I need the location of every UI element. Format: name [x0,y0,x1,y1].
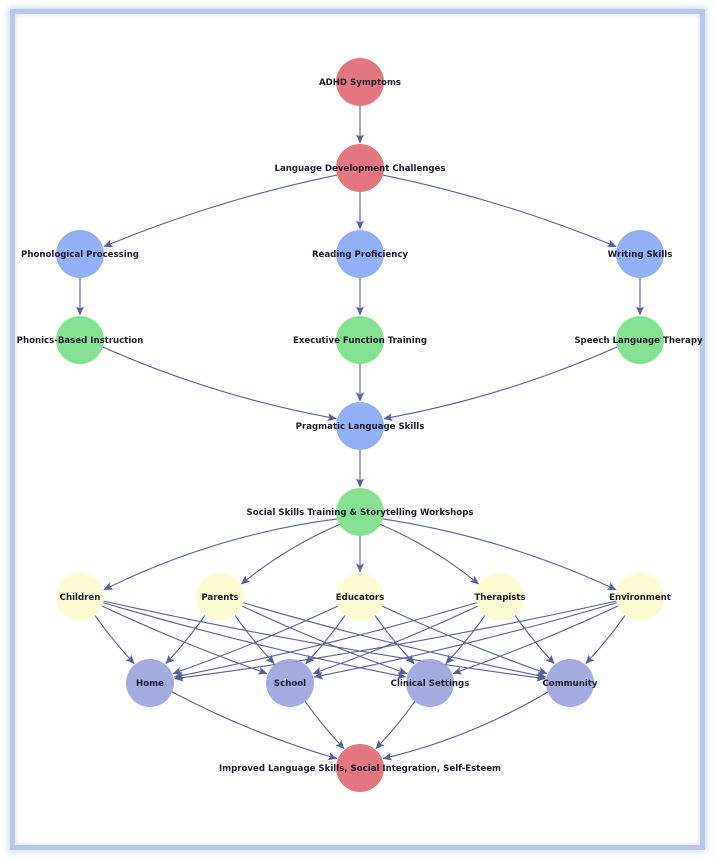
node-clinical-label: Clinical Settings [391,679,470,689]
edge-educators-to-clinical [374,615,415,664]
node-therapists: Therapists [474,573,526,621]
node-ldc-circle [336,144,384,192]
edge-therapists-to-home [173,602,477,680]
node-writing-circle [616,230,664,278]
node-environment-label: Environment [609,593,671,603]
edge-environment-to-school [313,602,617,680]
node-therapists-label: Therapists [474,593,525,603]
node-social-circle [336,488,384,536]
node-home-circle [126,659,174,707]
node-home: Home [126,659,174,707]
edge-community-to-outcome [382,691,549,761]
node-reading: Reading Proficiency [312,230,408,278]
edge-phonics-to-pragmatic [102,346,337,422]
node-speech: Speech Language Therapy [574,316,703,364]
node-outcome: Improved Language Skills, Social Integra… [219,744,501,792]
node-school-circle [266,659,314,707]
node-clinical-circle [406,659,454,707]
node-writing: Writing Skills [608,230,673,278]
node-exec-label: Executive Function Training [293,336,427,346]
edge-ldc-to-phono [103,174,338,248]
node-environment: Environment [609,573,671,621]
node-reading-label: Reading Proficiency [312,250,408,260]
edge-educators-to-community [381,605,548,675]
node-ldc: Language Development Challenges [275,144,446,192]
node-phonics-circle [56,316,104,364]
node-adhd-circle [336,58,384,106]
edge-ldc-to-writing [382,174,617,248]
node-children-label: Children [60,593,101,603]
node-educators-circle [336,573,384,621]
node-speech-circle [616,316,664,364]
node-phonics-label: Phonics-Based Instruction [17,336,144,346]
node-clinical: Clinical Settings [391,659,470,707]
edge-clinical-to-outcome [375,701,416,750]
node-exec: Executive Function Training [293,316,427,364]
node-social: Social Skills Training & Storytelling Wo… [247,488,474,536]
node-adhd-label: ADHD Symptoms [319,78,401,88]
edge-home-to-outcome [171,691,338,761]
node-writing-label: Writing Skills [608,250,673,260]
edges-layer [76,106,644,761]
node-phonics: Phonics-Based Instruction [17,316,144,364]
node-educators: Educators [336,573,384,621]
node-pragmatic: Pragmatic Language Skills [296,402,425,450]
edge-therapists-to-school [312,605,479,675]
node-phono-circle [56,230,104,278]
edge-parents-to-clinical [241,605,408,675]
edge-speech-to-pragmatic [383,346,618,422]
node-school-label: School [274,679,306,689]
node-social-label: Social Skills Training & Storytelling Wo… [247,508,474,518]
edge-children-to-home [94,615,135,664]
node-children: Children [56,573,104,621]
edge-therapists-to-clinical [445,615,486,664]
node-ldc-label: Language Development Challenges [275,164,446,174]
edge-parents-to-home [165,615,206,664]
node-community-circle [546,659,594,707]
node-phono: Phonological Processing [21,230,139,278]
edge-social-to-environment [382,518,617,591]
node-school: School [266,659,314,707]
edge-environment-to-community [585,615,626,664]
node-children-circle [56,573,104,621]
node-community-label: Community [542,679,597,689]
node-parents: Parents [196,573,244,621]
node-parents-label: Parents [201,593,238,603]
node-therapists-circle [476,573,524,621]
edge-educators-to-home [172,605,339,675]
edge-social-to-parents [240,523,340,585]
edge-therapists-to-community [514,615,555,664]
node-outcome-circle [336,744,384,792]
node-exec-circle [336,316,384,364]
node-phono-label: Phonological Processing [21,250,139,260]
edge-children-to-community [103,600,546,682]
edge-social-to-therapists [380,523,480,585]
node-educators-label: Educators [336,593,384,603]
node-pragmatic-circle [336,402,384,450]
node-adhd: ADHD Symptoms [319,58,401,106]
edge-school-to-outcome [304,701,345,750]
node-speech-label: Speech Language Therapy [574,336,703,346]
node-reading-circle [336,230,384,278]
edge-environment-to-home [174,600,617,682]
edge-children-to-school [101,605,268,675]
edge-social-to-children [103,518,338,591]
node-parents-circle [196,573,244,621]
node-home-label: Home [136,679,164,689]
node-outcome-label: Improved Language Skills, Social Integra… [219,764,501,774]
edge-parents-to-school [234,615,275,664]
node-environment-circle [616,573,664,621]
edge-environment-to-clinical [452,605,619,675]
node-community: Community [542,659,598,707]
node-pragmatic-label: Pragmatic Language Skills [296,422,425,432]
